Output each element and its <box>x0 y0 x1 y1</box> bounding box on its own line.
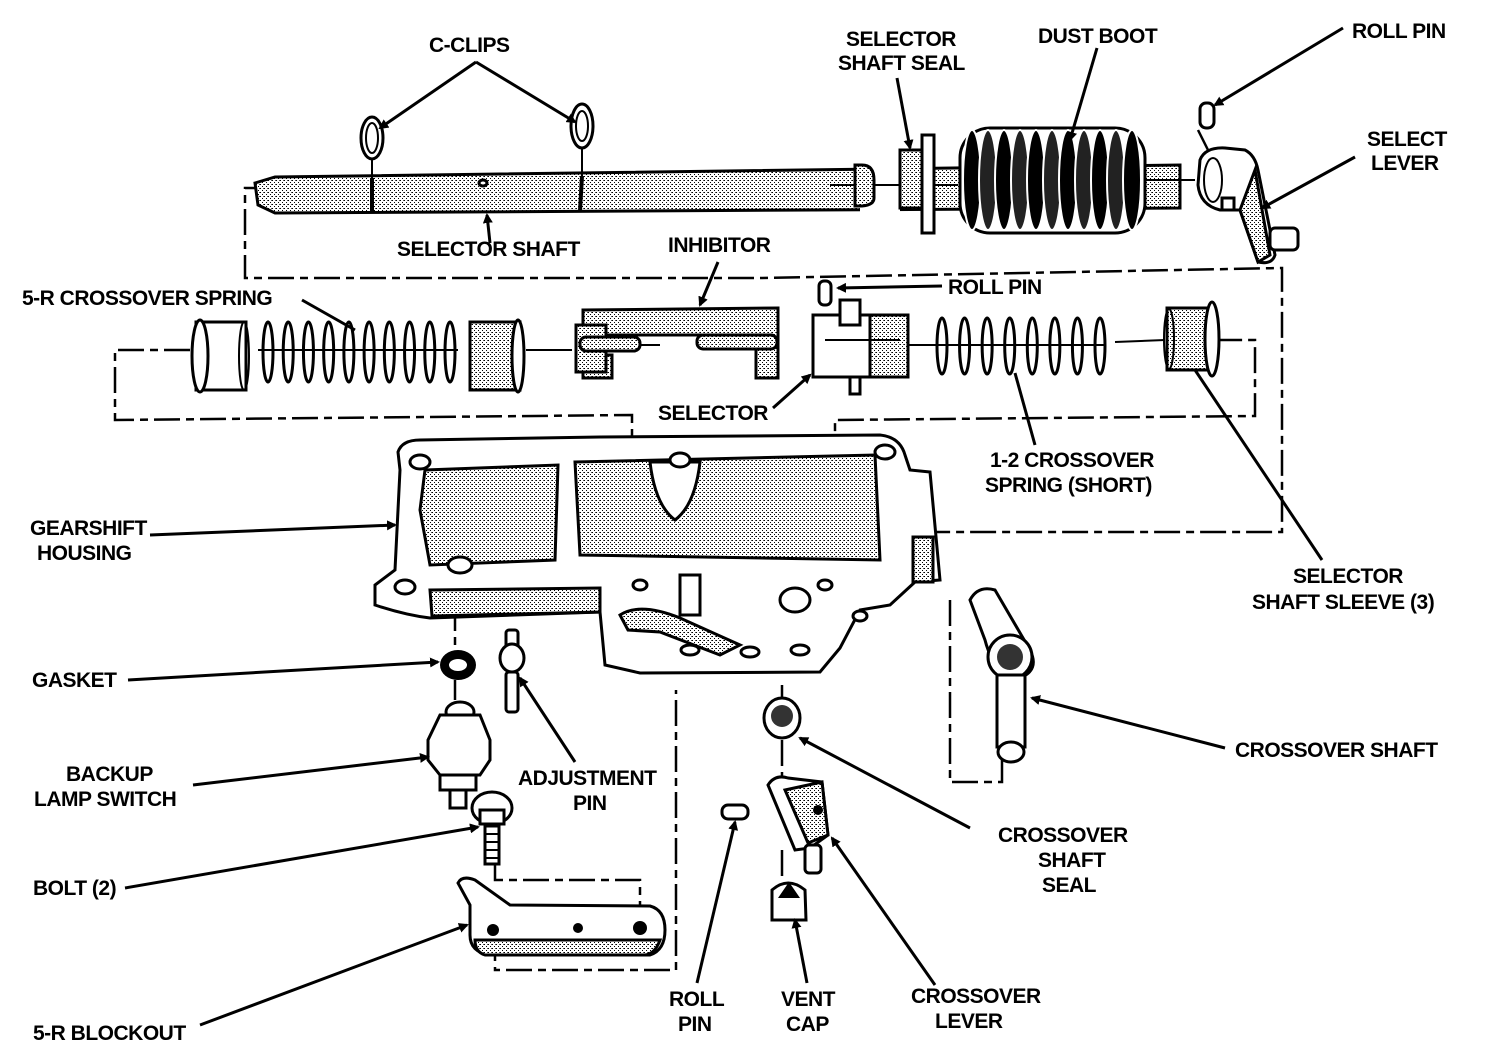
spring-coil <box>403 320 417 384</box>
label-gearshift-housing-2: HOUSING <box>37 542 132 565</box>
spring-coil <box>261 320 275 384</box>
label-one-two-crossover-spring-2: SPRING (SHORT) <box>985 474 1152 497</box>
c-clip-right <box>569 102 595 176</box>
label-roll-pin-mid: ROLL PIN <box>948 276 1042 299</box>
label-one-two-crossover-spring-1: 1-2 CROSSOVER <box>990 449 1154 472</box>
label-c-clips: C-CLIPS <box>429 34 510 57</box>
label-selector-shaft: SELECTOR SHAFT <box>397 238 580 261</box>
label-crossover-shaft-seal-1: CROSSOVER <box>998 824 1128 847</box>
selector-shaft-sleeve <box>1163 300 1221 378</box>
label-bolt: BOLT (2) <box>33 877 116 900</box>
labels: C-CLIPS SELECTOR SHAFT SEAL DUST BOOT RO… <box>22 20 1448 1045</box>
spring-coil <box>443 320 457 384</box>
label-gearshift-housing-1: GEARSHIFT <box>30 517 148 540</box>
label-selector-shaft-seal-2: SHAFT SEAL <box>838 52 966 75</box>
label-crossover-shaft-seal-2: SHAFT <box>1038 849 1106 872</box>
adjustment-pin <box>498 628 526 714</box>
label-backup-lamp-switch-1: BACKUP <box>66 763 153 786</box>
shaft-end <box>853 163 876 208</box>
selector <box>811 298 935 396</box>
label-select-lever-1: SELECT <box>1367 128 1448 151</box>
label-backup-lamp-switch-2: LAMP SWITCH <box>34 788 176 811</box>
spring-coil <box>423 320 437 384</box>
label-select-lever-2: LEVER <box>1371 152 1439 175</box>
vent-cap <box>770 881 808 922</box>
label-selector-shaft-seal-1: SELECTOR <box>846 28 956 51</box>
backup-lamp-switch <box>426 700 492 810</box>
label-adjustment-pin-2: PIN <box>573 792 607 815</box>
label-adjustment-pin-1: ADJUSTMENT <box>518 767 657 790</box>
spring-coil <box>322 320 336 384</box>
roll-pin-bottom <box>720 803 750 821</box>
spring-coil <box>362 320 376 384</box>
select-lever <box>1196 146 1300 265</box>
roll-pin-top <box>1198 101 1216 130</box>
roll-pin-mid <box>817 279 833 307</box>
one-two-crossover-spring <box>935 316 1166 376</box>
crossover-lever <box>766 775 830 875</box>
five-r-crossover-spring <box>190 318 572 394</box>
label-crossover-shaft: CROSSOVER SHAFT <box>1235 739 1438 762</box>
spring-coil <box>342 320 356 384</box>
boot-rib <box>1122 129 1142 231</box>
label-vent-cap-2: CAP <box>786 1013 829 1036</box>
gasket <box>440 650 476 680</box>
label-roll-pin-top: ROLL PIN <box>1352 20 1446 43</box>
spring-coil <box>301 320 315 384</box>
five-r-blockout <box>456 876 667 957</box>
dust-boot <box>958 126 1195 235</box>
c-clip-left <box>359 115 385 178</box>
crossover-shaft <box>968 587 1035 764</box>
label-gasket: GASKET <box>32 669 117 692</box>
spring-coil <box>382 320 396 384</box>
assembly-lines <box>113 129 1284 972</box>
crossover-shaft-seal <box>762 696 802 740</box>
label-vent-cap-1: VENT <box>781 988 836 1011</box>
label-crossover-lever-2: LEVER <box>935 1010 1003 1033</box>
leader-lines <box>124 26 1356 1027</box>
selector-shaft-seal <box>874 133 958 235</box>
label-five-r-blockout: 5-R BLOCKOUT <box>33 1022 186 1045</box>
label-crossover-shaft-seal-3: SEAL <box>1042 874 1097 897</box>
label-dust-boot: DUST BOOT <box>1038 25 1158 48</box>
inhibitor <box>574 306 780 380</box>
spring-coil <box>281 320 295 384</box>
bolt <box>470 790 514 866</box>
label-roll-pin-bottom-2: PIN <box>678 1013 712 1036</box>
label-selector-shaft-sleeve-2: SHAFT SLEEVE (3) <box>1252 591 1434 614</box>
gearshift-housing <box>373 433 942 675</box>
label-inhibitor: INHIBITOR <box>668 234 771 257</box>
label-selector: SELECTOR <box>658 402 768 425</box>
label-selector-shaft-sleeve-1: SELECTOR <box>1293 565 1403 588</box>
label-five-r-crossover-spring: 5-R CROSSOVER SPRING <box>22 287 272 310</box>
label-crossover-lever-1: CROSSOVER <box>911 985 1041 1008</box>
label-roll-pin-bottom-1: ROLL <box>669 988 725 1011</box>
